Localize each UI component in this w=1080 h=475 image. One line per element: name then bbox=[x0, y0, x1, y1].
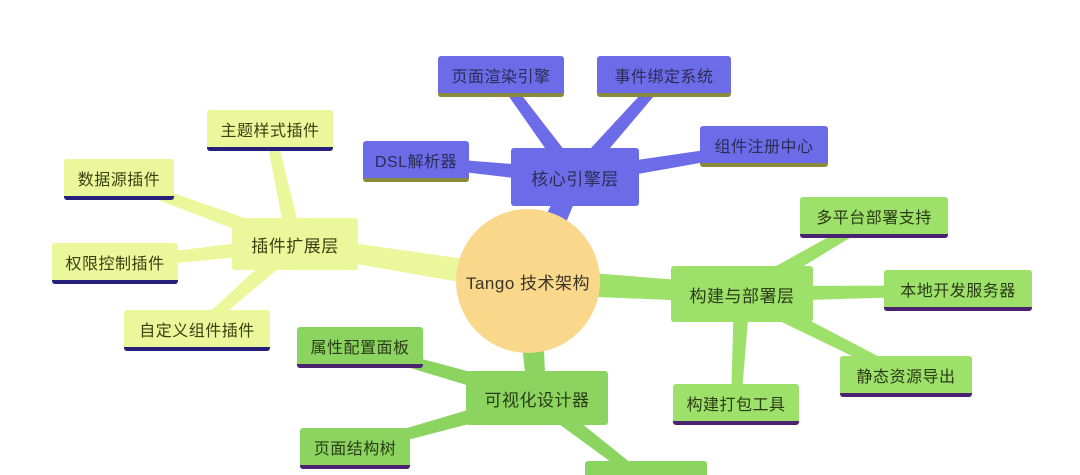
leaf-node-plugin-extension-1[interactable]: 数据源插件 bbox=[64, 159, 174, 200]
leaf-node-plugin-extension-0[interactable]: 主题样式插件 bbox=[207, 110, 333, 151]
branch-node-plugin-extension[interactable]: 插件扩展层 bbox=[232, 218, 358, 270]
leaf-node-core-engine-1[interactable]: 事件绑定系统 bbox=[597, 56, 731, 97]
leaf-node-plugin-extension-3[interactable]: 自定义组件插件 bbox=[124, 310, 270, 351]
branch-node-build-deploy[interactable]: 构建与部署层 bbox=[671, 266, 813, 322]
branch-node-core-engine[interactable]: 核心引擎层 bbox=[511, 148, 639, 206]
leaf-node-core-engine-0[interactable]: 页面渲染引擎 bbox=[438, 56, 564, 97]
edge-branch-plugin-extension-to-leaf-0 bbox=[265, 129, 303, 246]
leaf-node-build-deploy-1[interactable]: 本地开发服务器 bbox=[884, 270, 1032, 311]
center-node[interactable]: Tango 技术架构 bbox=[456, 209, 600, 353]
leaf-node-build-deploy-0[interactable]: 多平台部署支持 bbox=[800, 197, 948, 238]
leaf-node-build-deploy-3[interactable]: 构建打包工具 bbox=[673, 384, 799, 425]
leaf-node-core-engine-2[interactable]: DSL解析器 bbox=[363, 141, 469, 182]
leaf-node-visual-designer-2[interactable] bbox=[585, 461, 707, 475]
leaf-node-plugin-extension-2[interactable]: 权限控制插件 bbox=[52, 243, 178, 284]
leaf-node-visual-designer-0[interactable]: 属性配置面板 bbox=[297, 327, 423, 368]
leaf-node-core-engine-3[interactable]: 组件注册中心 bbox=[700, 126, 828, 167]
leaf-node-build-deploy-2[interactable]: 静态资源导出 bbox=[840, 356, 972, 397]
branch-node-visual-designer[interactable]: 可视化设计器 bbox=[466, 371, 608, 425]
leaf-node-visual-designer-1[interactable]: 页面结构树 bbox=[300, 428, 410, 469]
